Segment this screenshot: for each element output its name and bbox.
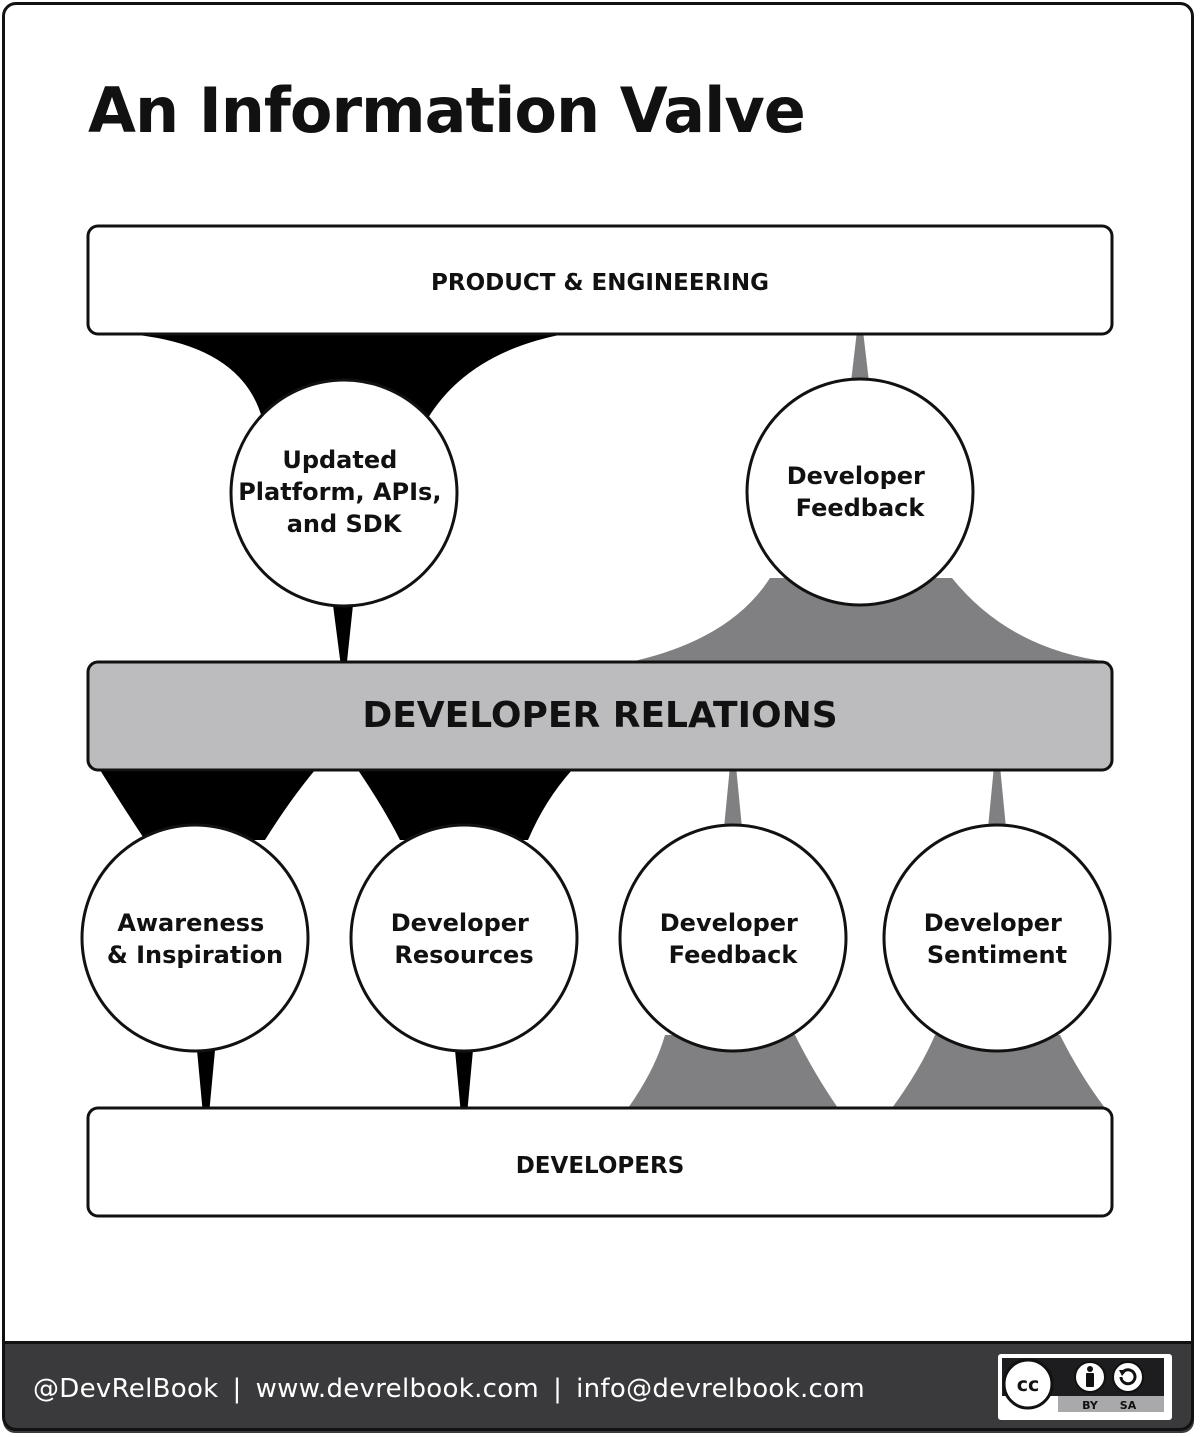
inbound-funnel-sentiment: [892, 1035, 1105, 1108]
inbound-pointer-feedback-top: [851, 305, 869, 382]
svg-text:Developer Sentiment: Developer Sentiment: [924, 909, 1071, 969]
node-updated-platform-line-2: Platform, APIs,: [238, 478, 441, 506]
node-developer-sentiment-line-1: Developer: [924, 909, 1062, 937]
outbound-funnel-resources: [358, 770, 572, 840]
node-updated-platform-line-1: Updated: [282, 446, 397, 474]
valve-diagram: PRODUCT & ENGINEERING DEVELOPER RELATION…: [80, 224, 1114, 1218]
svg-text:Awareness & Inspiration: Awareness & Inspiration: [107, 909, 283, 969]
cc-license-badge[interactable]: cc BY SA: [998, 1354, 1172, 1420]
developers-label: DEVELOPERS: [516, 1153, 685, 1179]
outbound-pointer-resources: [455, 1050, 473, 1147]
node-developer-feedback-bottom-line-2: Feedback: [669, 941, 799, 969]
product-engineering-label: PRODUCT & ENGINEERING: [431, 270, 769, 296]
node-developer-resources-line-2: Resources: [394, 941, 533, 969]
node-developer-feedback-top-line-1: Developer: [787, 462, 925, 490]
share-alike-icon: [1112, 1361, 1144, 1393]
footer-email-link[interactable]: info@devrelbook.com: [576, 1374, 865, 1404]
developer-relations-label: DEVELOPER RELATIONS: [362, 695, 837, 736]
node-developer-sentiment: [882, 823, 1112, 1053]
svg-text:Developer Feedback: Developer Feedback: [660, 909, 807, 969]
outbound-pointer-awareness: [197, 1050, 215, 1147]
node-updated-platform-line-3: and SDK: [287, 510, 403, 538]
inbound-funnel-feedback-bottom: [628, 1035, 838, 1108]
footer-bar: @DevRelBook | www.devrelbook.com | info@devr…: [3, 1341, 1194, 1433]
inbound-pointer-feedback-bottom: [724, 735, 742, 828]
developer-relations-box: [86, 660, 1114, 772]
svg-text:Developer Resources: Developer Resources: [391, 909, 538, 969]
node-developer-resources-line-1: Developer: [391, 909, 529, 937]
node-developer-feedback-bottom: [618, 823, 848, 1053]
cc-license-graphic: cc BY SA: [1000, 1356, 1166, 1414]
node-awareness-inspiration: [80, 823, 310, 1053]
cc-icon-text: cc: [1017, 1374, 1040, 1396]
node-developer-feedback-top: [745, 377, 975, 607]
share-alike-icon-arrow: [1119, 1370, 1127, 1376]
attribution-icon-head: [1087, 1366, 1093, 1372]
diagram-title: An Information Valve: [88, 74, 806, 147]
node-updated-platform: [229, 378, 459, 608]
product-engineering-box: [86, 224, 1114, 336]
svg-text:Updated Platform, APIs,: Updated Platform, APIs, and SDK: [238, 446, 450, 538]
node-awareness-line-2: & Inspiration: [107, 941, 283, 969]
license-by-label: BY: [1082, 1399, 1099, 1412]
footer-separator-2: |: [553, 1374, 563, 1404]
share-alike-icon-arc: [1119, 1368, 1137, 1386]
footer-handle-link[interactable]: @DevRelBook: [33, 1374, 219, 1404]
inbound-pointer-sentiment: [988, 735, 1006, 828]
developers-box: [86, 1106, 1114, 1218]
node-developer-feedback-top-line-2: Feedback: [796, 494, 926, 522]
svg-text:Developer Feedback: Developer Feedback: [787, 462, 934, 522]
node-developer-resources: [349, 823, 579, 1053]
footer-website-link[interactable]: www.devrelbook.com: [255, 1374, 540, 1404]
outbound-funnel-awareness: [100, 770, 315, 840]
license-sa-label: SA: [1120, 1399, 1137, 1412]
outbound-pointer-platform: [333, 605, 353, 690]
node-developer-sentiment-line-2: Sentiment: [927, 941, 1067, 969]
footer-separator-1: |: [232, 1374, 242, 1404]
footer-contact-line: @DevRelBook | www.devrelbook.com | info@devr…: [33, 1374, 865, 1404]
node-developer-feedback-bottom-line-1: Developer: [660, 909, 798, 937]
attribution-icon-body: [1086, 1373, 1094, 1387]
node-awareness-line-1: Awareness: [117, 909, 264, 937]
inbound-funnel-devrel: [630, 578, 1110, 662]
outbound-funnel-top: [115, 333, 570, 418]
cc-icon: [1002, 1358, 1054, 1410]
